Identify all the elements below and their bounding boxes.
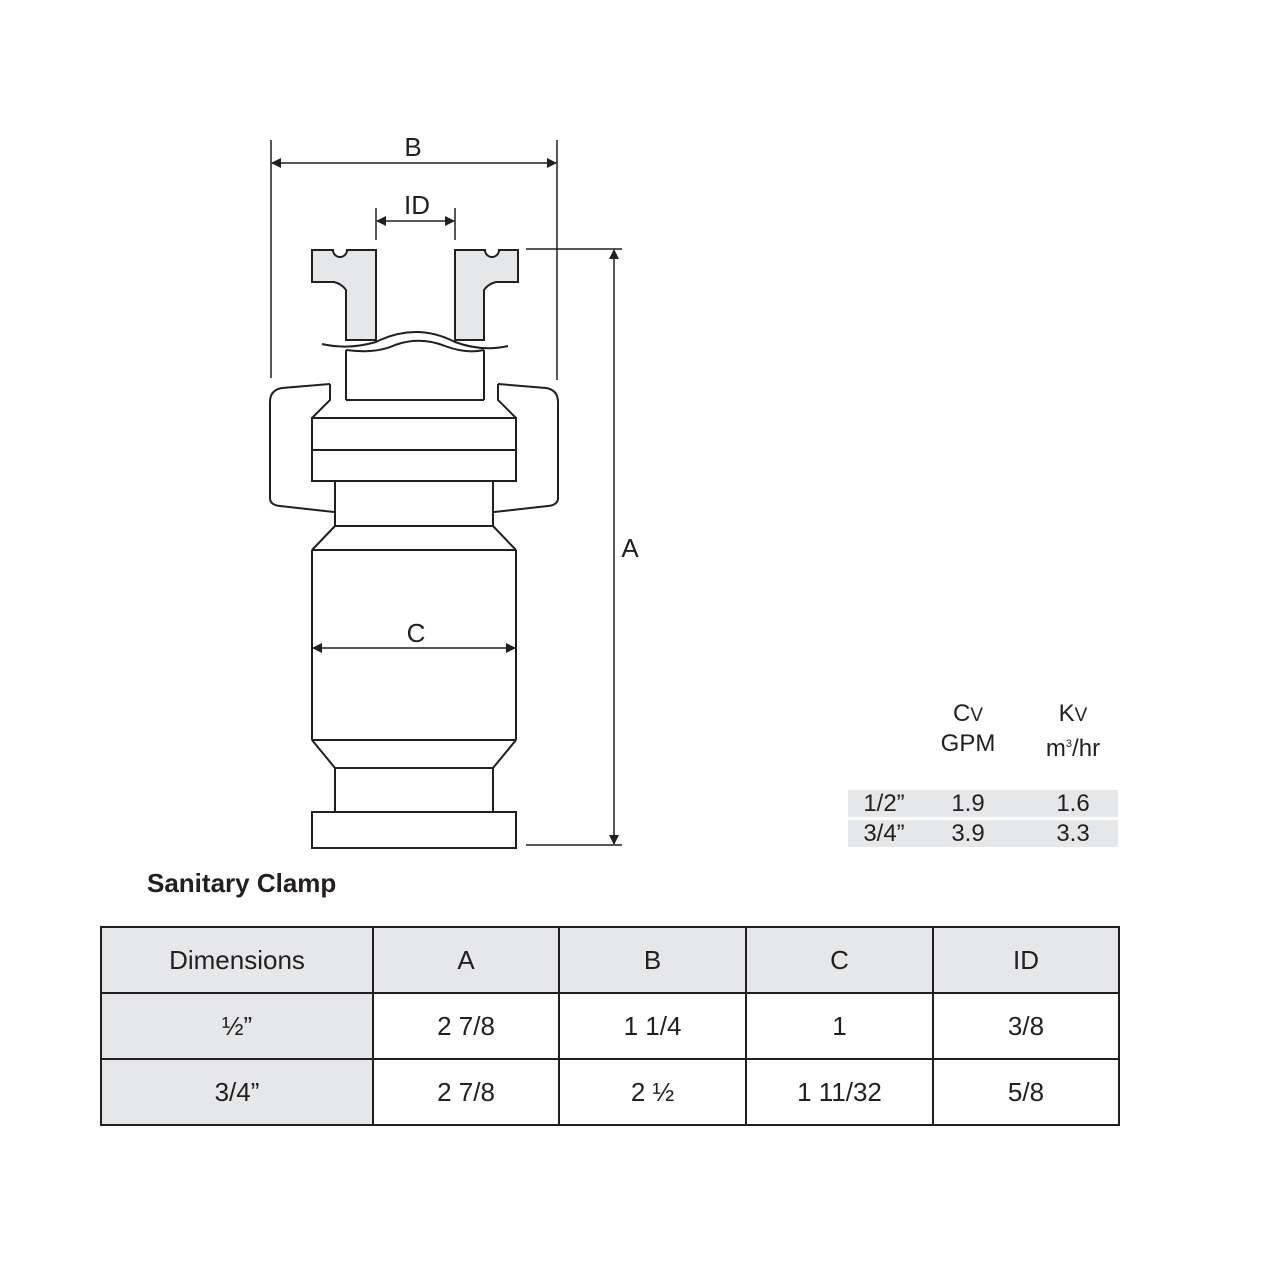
row-size: 3/4” (100, 1058, 374, 1126)
cell-a: 2 7/8 (372, 1058, 560, 1126)
clamp-band-inner-right (497, 384, 517, 419)
bottom-flange (311, 811, 517, 849)
cell-id: 5/8 (932, 1058, 1120, 1126)
table-title: Sanitary Clamp (147, 868, 337, 898)
cv-unit: GPM (940, 730, 996, 757)
flow-kv-value: 1.6 (1056, 790, 1090, 817)
dim-label-a: A (621, 533, 639, 563)
cell-id: 3/8 (932, 992, 1120, 1060)
clamp-band-right (493, 383, 559, 513)
clamp-band-left (269, 383, 335, 513)
dim-label-b: B (404, 132, 421, 162)
break-line-lower (345, 339, 485, 353)
header-a: A (372, 926, 560, 994)
flow-size: 1/2” (863, 790, 905, 817)
header-id: ID (932, 926, 1120, 994)
body-lower-taper (311, 739, 517, 769)
body-upper-taper (311, 525, 517, 551)
header-dimensions: Dimensions (100, 926, 374, 994)
flow-cv-value: 3.9 (951, 820, 985, 847)
table-row: 3/4” 2 7/8 2 ½ 1 11/32 5/8 (100, 1058, 1120, 1126)
dimension-table: Dimensions A B C ID ½” 2 7/8 1 1/4 1 3/8… (100, 926, 1120, 1126)
flow-size: 3/4” (863, 820, 905, 847)
flow-kv-value: 3.3 (1056, 820, 1090, 847)
row-size: ½” (100, 992, 374, 1060)
flow-row: 1/2” 1.9 1.6 (848, 790, 1118, 817)
kv-header: KV m3/hr (1023, 700, 1123, 763)
cell-b: 1 1/4 (558, 992, 747, 1060)
kv-unit: m3/hr (1045, 735, 1101, 762)
body-upper-neck (334, 481, 494, 527)
clamp-band-inner-left (311, 384, 331, 419)
ferrule-lower (311, 449, 517, 482)
table-header-row: Dimensions A B C ID (100, 926, 1120, 994)
top-ferrule-right (454, 249, 519, 341)
cell-c: 1 11/32 (745, 1058, 934, 1126)
cv-symbol: CV (952, 700, 984, 727)
flow-cv-value: 1.9 (951, 790, 985, 817)
cell-c: 1 (745, 992, 934, 1060)
body-lower-neck (334, 768, 494, 812)
header-c: C (745, 926, 934, 994)
cell-a: 2 7/8 (372, 992, 560, 1060)
header-b: B (558, 926, 747, 994)
ferrule-upper (311, 417, 517, 451)
top-ferrule-left (311, 249, 377, 341)
dim-label-c: C (407, 618, 426, 648)
cell-b: 2 ½ (558, 1058, 747, 1126)
kv-symbol: KV (1058, 700, 1088, 727)
flow-row: 3/4” 3.9 3.3 (848, 820, 1118, 847)
break-line-upper (321, 331, 509, 350)
table-row: ½” 2 7/8 1 1/4 1 3/8 (100, 992, 1120, 1060)
dim-label-id: ID (404, 190, 430, 220)
cv-header: CV GPM (908, 700, 1028, 758)
